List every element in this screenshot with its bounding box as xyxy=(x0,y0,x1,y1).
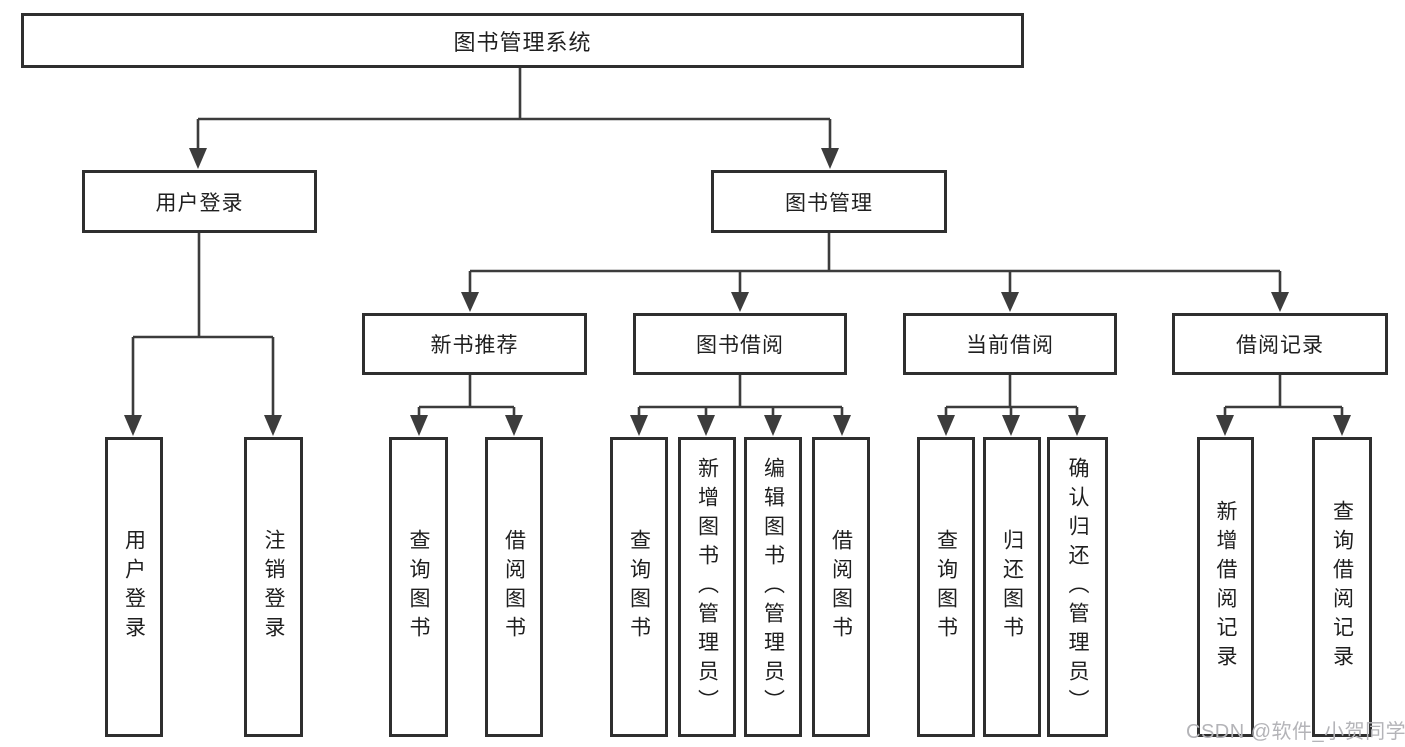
node-current-confirm-return-admin: 确认归还（管理员） xyxy=(1047,437,1108,737)
node-borrow-query-books: 查询图书 xyxy=(610,437,668,737)
connector-current-to-leaves xyxy=(937,375,1086,436)
node-label: 图书借阅 xyxy=(696,334,784,357)
node-logout-leaf: 注销登录 xyxy=(244,437,303,737)
node-user-login-branch: 用户登录 xyxy=(82,170,317,233)
node-label: 用户登录 xyxy=(155,191,244,215)
node-label: 借阅图书 xyxy=(502,529,526,645)
node-book-management-branch: 图书管理 xyxy=(711,170,947,233)
node-label: 新书推荐 xyxy=(430,334,519,357)
node-borrow-borrow-books: 借阅图书 xyxy=(812,437,870,737)
node-label: 确认归还（管理员） xyxy=(1066,456,1089,718)
node-borrow-edit-books-admin: 编辑图书（管理员） xyxy=(744,437,802,737)
node-records-add-record: 新增借阅记录 xyxy=(1197,437,1254,737)
connector-root-to-level2 xyxy=(189,68,839,169)
node-label: 注销登录 xyxy=(262,529,285,645)
node-label: 用户登录 xyxy=(122,529,146,645)
node-borrow-add-books-admin: 新增图书（管理员） xyxy=(678,437,736,737)
connector-recommend-to-leaves xyxy=(410,375,523,436)
node-label: 借阅图书 xyxy=(829,529,853,645)
node-label: 查询借阅记录 xyxy=(1330,500,1354,674)
node-label: 当前借阅 xyxy=(966,334,1054,357)
node-label: 图书管理 xyxy=(785,191,873,215)
connector-book-mgmt-to-level3 xyxy=(461,233,1289,312)
node-records-query-record: 查询借阅记录 xyxy=(1312,437,1372,737)
node-label: 查询图书 xyxy=(934,529,958,645)
node-library-management-system: 图书管理系统 xyxy=(21,13,1024,68)
node-current-return-books: 归还图书 xyxy=(983,437,1041,737)
node-label: 借阅记录 xyxy=(1236,334,1324,357)
node-recommend-borrow-books: 借阅图书 xyxy=(485,437,543,737)
csdn-watermark: CSDN @软件_小贺同学 xyxy=(1186,721,1405,743)
node-label: 查询图书 xyxy=(407,529,430,645)
node-label: 编辑图书（管理员） xyxy=(761,456,785,718)
connector-user-login-to-leaves xyxy=(124,233,282,436)
node-current-borrowing: 当前借阅 xyxy=(903,313,1117,375)
node-label: 图书管理系统 xyxy=(453,29,592,55)
node-borrowing-records: 借阅记录 xyxy=(1172,313,1388,375)
connector-records-to-leaves xyxy=(1216,375,1351,436)
node-label: 新增图书（管理员） xyxy=(695,456,719,718)
node-book-borrowing: 图书借阅 xyxy=(633,313,847,375)
node-new-book-recommendation: 新书推荐 xyxy=(362,313,587,375)
connector-borrow-to-leaves xyxy=(630,375,851,436)
node-label: 归还图书 xyxy=(1000,529,1024,645)
node-label: 新增借阅记录 xyxy=(1214,500,1237,674)
node-label: 查询图书 xyxy=(627,529,651,645)
node-current-query-books: 查询图书 xyxy=(917,437,975,737)
node-recommend-query-books: 查询图书 xyxy=(389,437,448,737)
node-user-login-leaf: 用户登录 xyxy=(105,437,163,737)
